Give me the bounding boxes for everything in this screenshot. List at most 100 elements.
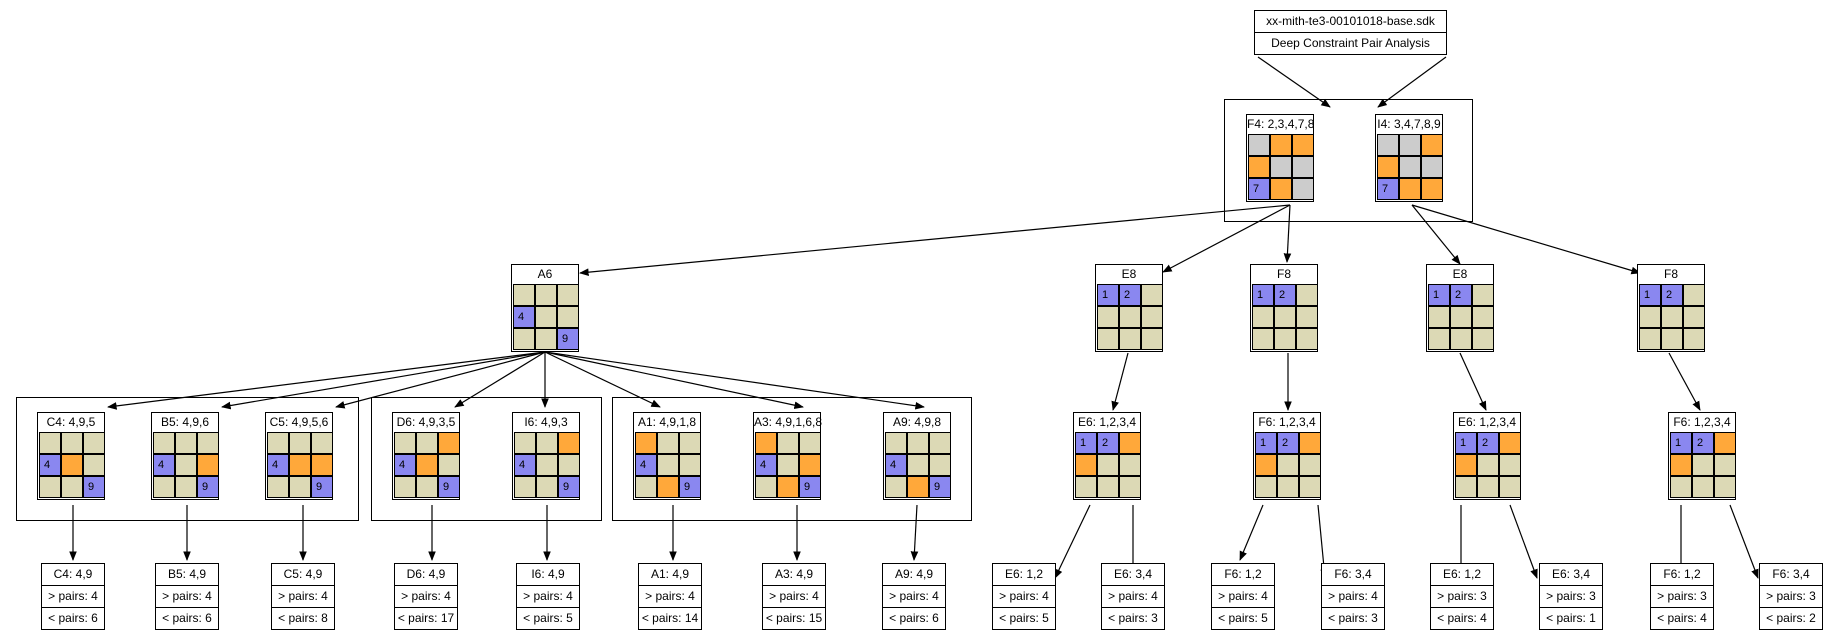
- grid-cell: [929, 454, 951, 476]
- less-pairs-label: < pairs: 6: [883, 607, 945, 629]
- grid-cell: [1661, 328, 1683, 350]
- level2-title: A9: 4,9,8: [892, 415, 942, 429]
- grid-cell: [885, 432, 907, 454]
- grid-cell: 1: [1639, 284, 1661, 306]
- edge-arrow: [579, 204, 1291, 276]
- grid-cell: [513, 284, 535, 306]
- greater-pairs-label: > pairs: 4: [1212, 585, 1274, 607]
- grid-cell: 2: [1119, 284, 1141, 306]
- grid-cell: [1299, 432, 1321, 454]
- level1-title: A6: [537, 267, 553, 281]
- grid-cell: [1477, 476, 1499, 498]
- less-pairs-label: < pairs: 14: [639, 607, 701, 629]
- grid-cell: 2: [1097, 432, 1119, 454]
- edge-arrow: [1162, 204, 1291, 273]
- grid-cell: [394, 476, 416, 498]
- less-pairs-label: < pairs: 1: [1540, 607, 1602, 629]
- level2-title: A1: 4,9,1,8: [637, 415, 697, 429]
- level2-title: D6: 4,9,3,5: [396, 415, 456, 429]
- grid-cell: [536, 432, 558, 454]
- pair-count-node: E6: 1,2> pairs: 4< pairs: 5: [992, 563, 1056, 630]
- grid-cell: [1252, 306, 1274, 328]
- grid-cell: [557, 284, 579, 306]
- grid-cell: 1: [1097, 284, 1119, 306]
- greater-pairs-label: > pairs: 3: [1760, 585, 1822, 607]
- grid-cell: [394, 432, 416, 454]
- less-pairs-label: < pairs: 3: [1102, 607, 1164, 629]
- grid-cell: [1472, 284, 1494, 306]
- grid-cell: [1450, 328, 1472, 350]
- candidate-grid: 7: [1377, 134, 1443, 200]
- grid-cell: [1277, 454, 1299, 476]
- less-pairs-label: < pairs: 5: [1212, 607, 1274, 629]
- grid-cell: 1: [1252, 284, 1274, 306]
- greater-pairs-label: > pairs: 4: [395, 585, 457, 607]
- grid-cell: [1119, 328, 1141, 350]
- grid-cell: [1296, 306, 1318, 328]
- grid-cell: 4: [514, 454, 536, 476]
- grid-cell: [907, 432, 929, 454]
- pair-count-title: C5: 4,9: [283, 567, 323, 581]
- grid-cell: 9: [438, 476, 460, 498]
- edge-arrow: [1111, 352, 1129, 411]
- grid-cell: [175, 432, 197, 454]
- grid-cell: [1119, 306, 1141, 328]
- grid-cell: [83, 454, 105, 476]
- grid-cell: [61, 454, 83, 476]
- less-pairs-label: < pairs: 4: [1651, 607, 1713, 629]
- edge-arrow: [335, 351, 546, 409]
- grid-cell: 7: [1377, 178, 1399, 200]
- grid-cell: 9: [929, 476, 951, 498]
- grid-cell: [1714, 432, 1736, 454]
- grid-cell: [1299, 476, 1321, 498]
- less-pairs-label: < pairs: 5: [517, 607, 579, 629]
- grid-cell: [1428, 306, 1450, 328]
- grid-cell: 1: [1428, 284, 1450, 306]
- pair-count-title: A9: 4,9: [894, 567, 934, 581]
- level2-title: C5: 4,9,5,6: [269, 415, 329, 429]
- pair-node: I4: 3,4,7,8,9 7: [1375, 114, 1443, 202]
- grid-cell: [1455, 476, 1477, 498]
- pair-title: I4: 3,4,7,8,9: [1377, 117, 1441, 131]
- grid-cell: [1255, 476, 1277, 498]
- greater-pairs-label: > pairs: 4: [272, 585, 334, 607]
- grid-cell: [799, 432, 821, 454]
- less-pairs-label: < pairs: 6: [42, 607, 104, 629]
- grid-cell: [1399, 178, 1421, 200]
- grid-cell: [1472, 306, 1494, 328]
- grid-cell: [1277, 476, 1299, 498]
- pair-count-node: B5: 4,9> pairs: 4< pairs: 6: [155, 563, 219, 630]
- grid-cell: [777, 432, 799, 454]
- grid-cell: [1477, 454, 1499, 476]
- grid-cell: [1428, 328, 1450, 350]
- grid-cell: [536, 454, 558, 476]
- grid-cell: [1248, 156, 1270, 178]
- grid-cell: [1248, 134, 1270, 156]
- grid-cell: [514, 432, 536, 454]
- less-pairs-label: < pairs: 2: [1760, 607, 1822, 629]
- pair-count-title: D6: 4,9: [406, 567, 446, 581]
- grid-cell: [1075, 454, 1097, 476]
- grid-cell: [1421, 134, 1443, 156]
- greater-pairs-label: > pairs: 4: [883, 585, 945, 607]
- grid-cell: 9: [799, 476, 821, 498]
- grid-cell: [1292, 156, 1314, 178]
- edge-arrow: [1668, 352, 1701, 411]
- greater-pairs-label: > pairs: 4: [763, 585, 825, 607]
- level2-title: E6: 1,2,3,4: [1077, 415, 1137, 429]
- grid-cell: [83, 432, 105, 454]
- grid-cell: [1399, 134, 1421, 156]
- pair-count-title: F6: 1,2: [1663, 567, 1701, 581]
- pair-count-node: F6: 3,4> pairs: 3< pairs: 2: [1759, 563, 1823, 630]
- grid-cell: [799, 454, 821, 476]
- pair-count-title: F6: 1,2: [1224, 567, 1262, 581]
